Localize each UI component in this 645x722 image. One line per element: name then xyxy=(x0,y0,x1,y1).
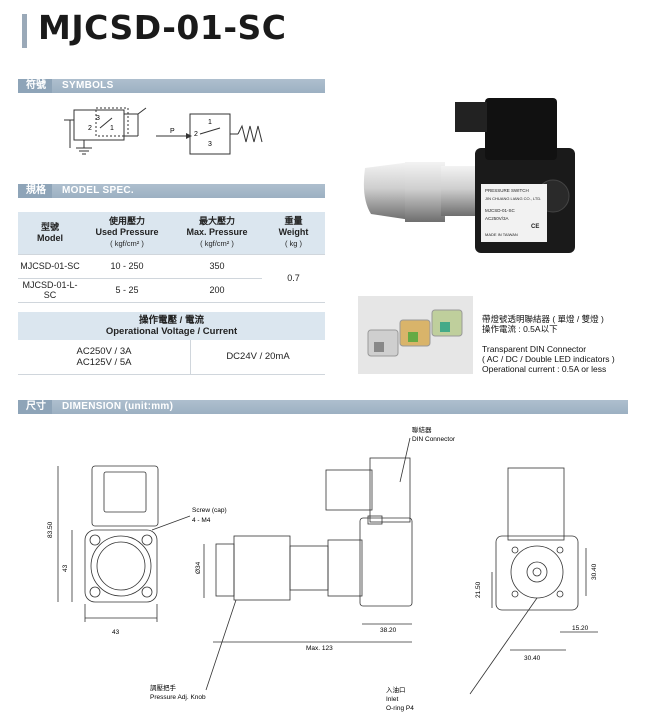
cell-max: 350 xyxy=(172,254,262,279)
page-title: MJCSD-01-SC xyxy=(38,8,287,47)
dim-oring: O-ring P4 xyxy=(386,705,414,712)
section-symbols-zh: 符號 xyxy=(18,79,52,93)
hydraulic-symbols: 3 2 1 P 1 2 3 xyxy=(64,107,263,155)
dim-h-total: 83.50 xyxy=(47,521,54,538)
dim-din-en: DIN Connector xyxy=(412,436,456,443)
flow-arrow-icon xyxy=(186,133,192,139)
title-accent-bar xyxy=(22,14,27,48)
section-dim-en: DIMENSION (unit:mm) xyxy=(62,401,174,412)
label-origin: MADE IN TAIWAN xyxy=(485,232,518,237)
dimension-drawing: 83.50 43 43 Screw (cap) 4 - M4 聯結器 DIN C… xyxy=(47,425,598,712)
dim-inlet-zh: 入油口 xyxy=(386,685,406,694)
cell-weight: 0.7 xyxy=(262,254,325,303)
label-rating: AC250V/3A xyxy=(485,216,509,221)
table-row: MJCSD-01-L-SC 5 - 25 200 xyxy=(18,278,325,303)
dim-adj-en: Pressure Adj. Knob xyxy=(150,694,206,701)
sym-right-p: P xyxy=(170,128,175,135)
dim-din-zh: 聯結器 xyxy=(412,425,432,434)
product-photo: PRESSURE SWITCH JIN CHUANG LIANG CO., LT… xyxy=(363,98,575,253)
section-symbols: 符號 SYMBOLS xyxy=(18,79,325,93)
section-spec-zh: 規格 xyxy=(18,184,52,198)
dim-h-3040: 30.40 xyxy=(591,563,598,580)
label-brand: JIN CHUANG LIANG CO., LTD. xyxy=(485,196,541,201)
connector-photo xyxy=(358,296,473,374)
switch-symbol-right xyxy=(156,113,263,155)
sym-right-3: 3 xyxy=(208,141,212,148)
dim-h-body: 43 xyxy=(62,564,69,572)
dim-w-1520: 15.20 xyxy=(572,625,589,632)
dim-w-body: 43 xyxy=(112,629,120,636)
cell-max: 200 xyxy=(172,278,262,303)
voltage-dc: DC24V / 20mA xyxy=(226,351,290,363)
section-dim-zh: 尺寸 xyxy=(18,400,52,414)
cell-model: MJCSD-01-L-SC xyxy=(18,278,82,303)
table-row: MJCSD-01-SC 10 - 250 350 0.7 xyxy=(18,254,325,303)
section-spec-en: MODEL SPEC. xyxy=(62,185,135,196)
sym-left-2: 2 xyxy=(88,125,92,132)
dim-screw-2: 4 - M4 xyxy=(192,517,211,524)
dim-w-38: 38.20 xyxy=(380,627,397,634)
label-model: MJCSD-01-SC xyxy=(485,208,516,213)
sym-right-1: 1 xyxy=(208,119,212,126)
sym-left-1: 1 xyxy=(110,125,114,132)
dim-max-len: Max. 123 xyxy=(306,645,333,652)
cell-used: 5 - 25 xyxy=(82,278,172,303)
label-line1: PRESSURE SWITCH xyxy=(485,188,529,193)
cell-used: 10 - 250 xyxy=(82,254,172,279)
section-dimension: 尺寸 DIMENSION (unit:mm) xyxy=(18,400,628,414)
label-ce: CE xyxy=(531,224,539,230)
cell-model: MJCSD-01-SC xyxy=(18,254,82,279)
sym-right-2: 2 xyxy=(194,131,198,138)
dim-screw-1: Screw (cap) xyxy=(192,507,227,514)
dim-dia: Ø34 xyxy=(195,561,202,574)
switch-symbol-left xyxy=(64,107,147,155)
dim-h-2150: 21.50 xyxy=(475,581,482,598)
section-model-spec: 規格 MODEL SPEC. xyxy=(18,184,325,198)
dim-inlet-en: Inlet xyxy=(386,696,398,703)
dim-w-3040: 30.40 xyxy=(524,655,541,662)
sym-left-3: 3 xyxy=(96,115,100,122)
connector-note: 帶燈號透明聯結器 ( 單燈 / 雙燈 ) 操作電流 : 0.5A以下 Trans… xyxy=(482,314,615,374)
dim-adj-zh: 調壓把手 xyxy=(150,683,177,692)
section-symbols-en: SYMBOLS xyxy=(62,80,114,91)
